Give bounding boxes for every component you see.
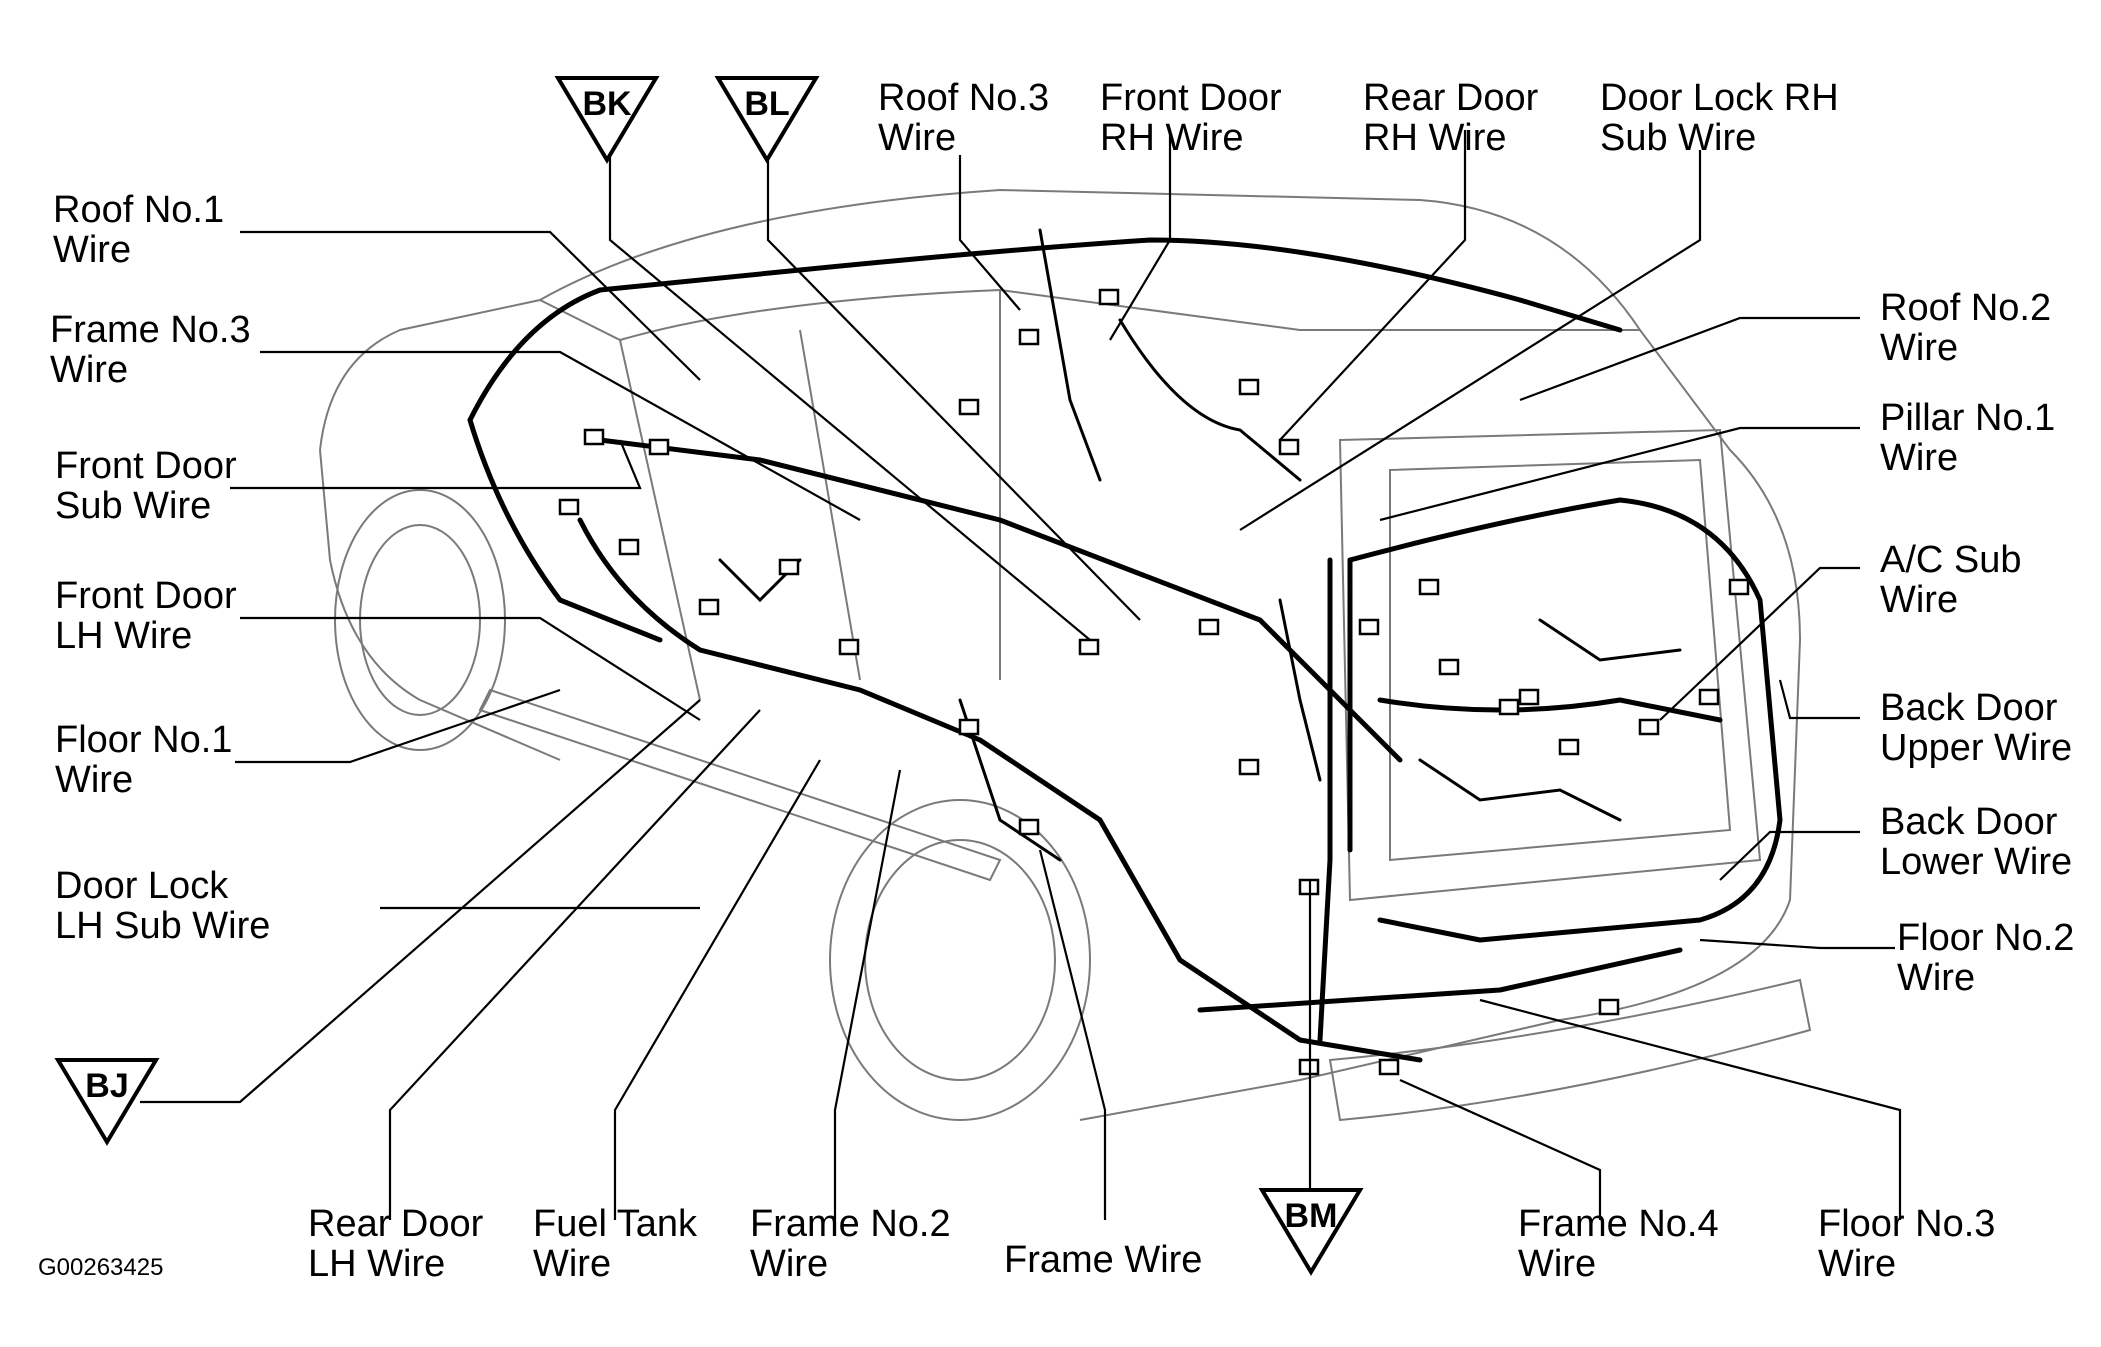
label-floor-no1: Floor No.1 Wire <box>55 719 243 801</box>
label-ac-sub: A/C Sub Wire <box>1880 539 2032 621</box>
label-back-door-lower: Back Door Lower Wire <box>1880 801 2072 883</box>
svg-text:BM: BM <box>1285 1197 1338 1235</box>
ground-point-bj: BJ <box>54 1058 160 1146</box>
leader-lines <box>140 118 1902 1220</box>
label-rear-door-lh: Rear Door LH Wire <box>308 1203 494 1285</box>
label-frame-wire: Frame Wire <box>1004 1239 1202 1281</box>
figure-code: G00263425 <box>38 1254 163 1281</box>
label-floor-no3: Floor No.3 Wire <box>1818 1203 2006 1285</box>
connectors <box>558 288 1750 1076</box>
svg-text:BL: BL <box>744 85 789 123</box>
label-rear-door-rh: Rear Door RH Wire <box>1363 77 1549 159</box>
vehicle-body-outline <box>319 188 1812 1122</box>
ground-point-bk: BK <box>554 76 660 164</box>
ground-point-bm: BM <box>1258 1188 1364 1276</box>
label-front-door-sub: Front Door Sub Wire <box>55 445 247 527</box>
label-door-lock-rh-sub: Door Lock RH Sub Wire <box>1600 77 1849 159</box>
label-roof-no1: Roof No.1 Wire <box>53 189 235 271</box>
label-roof-no2: Roof No.2 Wire <box>1880 287 2062 369</box>
svg-text:BJ: BJ <box>85 1067 128 1105</box>
label-pillar-no1: Pillar No.1 Wire <box>1880 397 2066 479</box>
wire-harness-runs <box>467 228 1783 1063</box>
label-roof-no3: Roof No.3 Wire <box>878 77 1060 159</box>
svg-text:BK: BK <box>582 85 632 123</box>
label-frame-no2: Frame No.2 Wire <box>750 1203 961 1285</box>
ground-point-bl: BL <box>714 76 820 164</box>
label-back-door-upper: Back Door Upper Wire <box>1880 687 2072 769</box>
label-door-lock-lh-sub: Door Lock LH Sub Wire <box>55 865 270 947</box>
label-floor-no2: Floor No.2 Wire <box>1897 917 2085 999</box>
label-front-door-rh: Front Door RH Wire <box>1100 77 1292 159</box>
label-front-door-lh: Front Door LH Wire <box>55 575 247 657</box>
label-frame-no4: Frame No.4 Wire <box>1518 1203 1729 1285</box>
label-fuel-tank: Fuel Tank Wire <box>533 1203 708 1285</box>
label-frame-no3: Frame No.3 Wire <box>50 309 261 391</box>
